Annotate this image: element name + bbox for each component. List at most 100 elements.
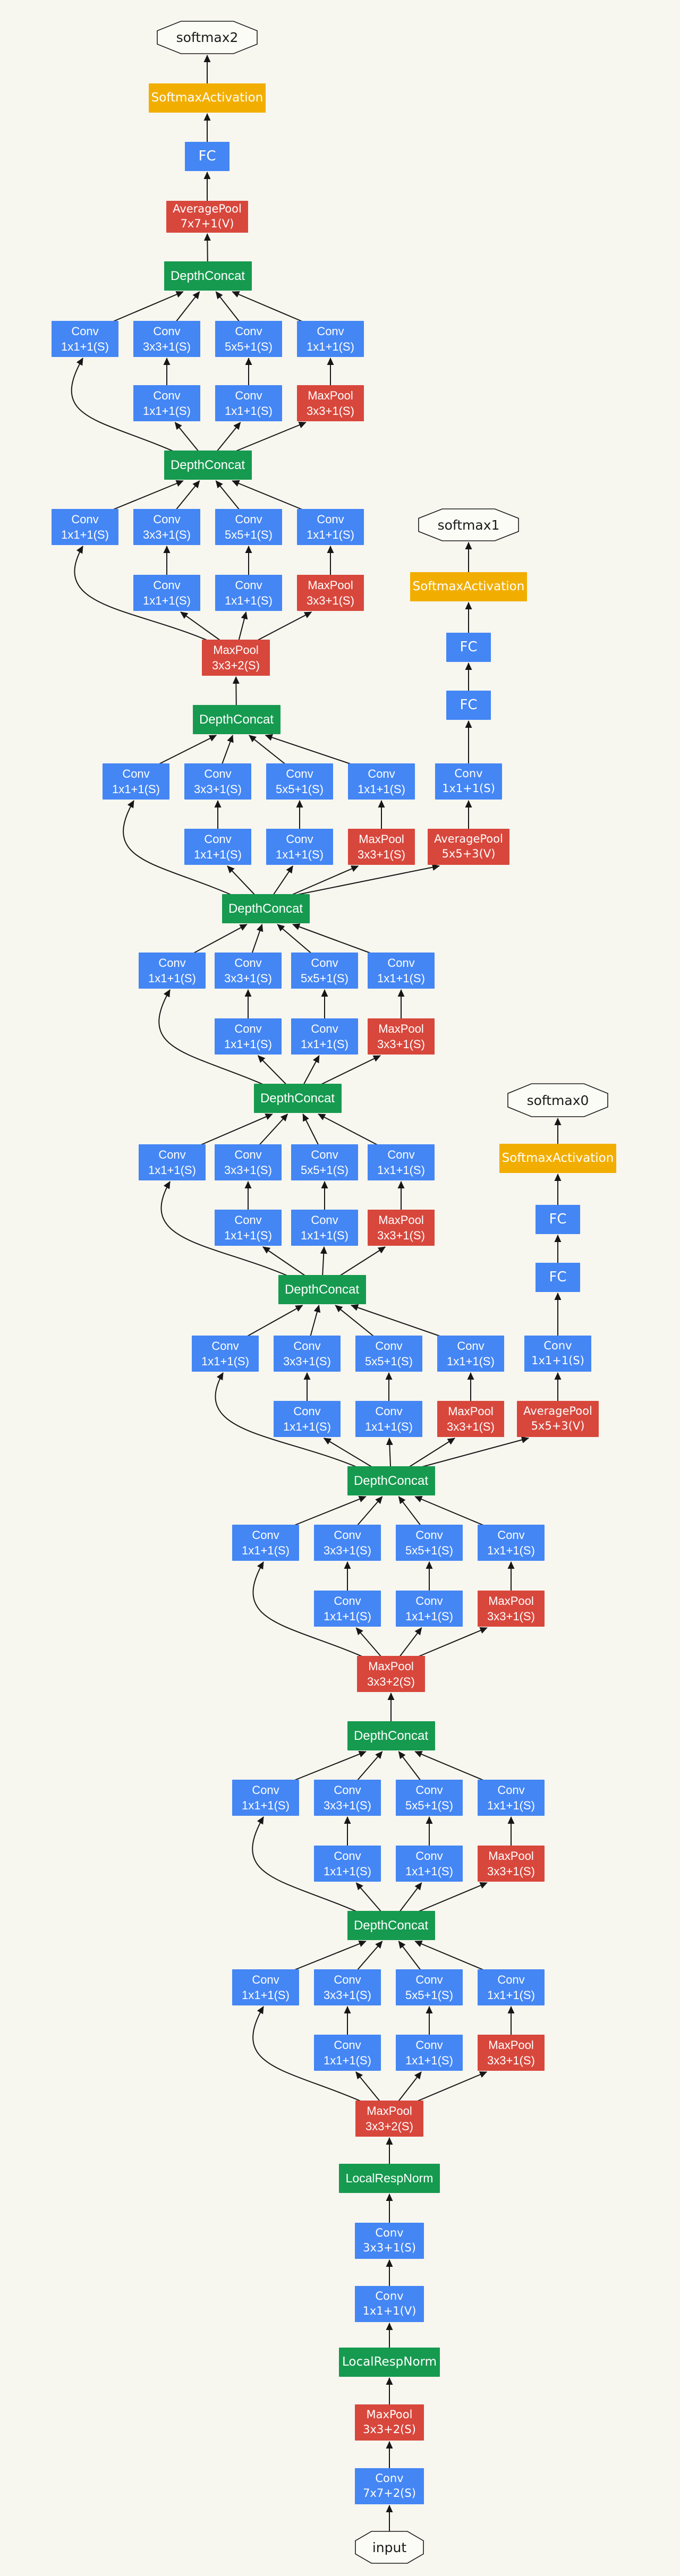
edge-m4e_b3-m4e_k xyxy=(265,734,353,765)
edge-m4b_k-m4c_b0 xyxy=(160,1181,296,1280)
edge-s_mp2-m3a_r0 xyxy=(355,2071,381,2102)
softmax2-output: softmax2 xyxy=(157,21,258,54)
edge-m5a_k-m5b_b0 xyxy=(71,358,182,455)
stem-localrespnorm-1: LocalRespNorm xyxy=(339,2348,440,2377)
inception-3b-depthconcat: DepthConcat xyxy=(347,1721,435,1750)
inception-4d-conv-1x1-proj: Conv 1x1+1(S) xyxy=(368,953,435,989)
edge-m4e_b2-m4e_k xyxy=(249,735,286,765)
inception-4a-maxpool-3x3: MaxPool 3x3+1(S) xyxy=(478,1591,545,1627)
inception-4b-depthconcat: DepthConcat xyxy=(278,1275,366,1304)
edge-m4c_b3-m4c_k xyxy=(318,1113,379,1146)
inception-4b-conv-1x1-proj: Conv 1x1+1(S) xyxy=(437,1336,504,1372)
edge-m3b_b1-m3b_k xyxy=(356,1751,383,1781)
aux0-fc-lower: FC xyxy=(536,1263,580,1292)
inception-5a-depthconcat: DepthConcat xyxy=(164,450,252,480)
inception-5b-maxpool-3x3: MaxPool 3x3+1(S) xyxy=(297,385,364,421)
edge-m4c_k-m4d_b0 xyxy=(158,989,271,1089)
edge-m4b_k-m4c_r1 xyxy=(320,1246,327,1277)
edge-m5b_k-ap7 xyxy=(203,233,211,263)
edge-m3a_k-m3b_rp xyxy=(417,1882,488,1912)
edge-m4b_b0-m4b_k xyxy=(246,1305,303,1337)
edge-m4a_k-m4b_r1 xyxy=(386,1438,393,1468)
inception-4e-depthconcat: DepthConcat xyxy=(192,705,280,734)
inception-4c-reduce-1x1-a: Conv 1x1+1(S) xyxy=(215,1210,282,1246)
inception-4a-depthconcat: DepthConcat xyxy=(347,1466,435,1495)
edge-m4d_b2-m4d_k xyxy=(277,924,312,954)
stem-conv-1x1: Conv 1x1+1(V) xyxy=(355,2286,424,2322)
inception-4b-reduce-1x1-b: Conv 1x1+1(S) xyxy=(355,1401,422,1437)
inception-3a-maxpool-3x3: MaxPool 3x3+1(S) xyxy=(478,2035,545,2071)
edge-m4c_k-m4d_r1 xyxy=(303,1055,320,1085)
edge-mp34-m4a_rp xyxy=(417,1627,488,1657)
inception-4a-conv-5x5: Conv 5x5+1(S) xyxy=(396,1525,463,1561)
inception-3a-depthconcat: DepthConcat xyxy=(347,1911,435,1940)
inception-3b-conv-3x3: Conv 3x3+1(S) xyxy=(314,1780,381,1816)
edge-s_mp2-m3a_r1 xyxy=(397,2071,422,2102)
inception-5a-reduce-1x1-b: Conv 1x1+1(S) xyxy=(215,575,282,611)
inception-4c-conv-1x1-proj: Conv 1x1+1(S) xyxy=(368,1144,435,1180)
edge-m4b_k-m4c_r0 xyxy=(262,1246,306,1277)
edge-m4a_b0-m4a_k xyxy=(293,1495,367,1526)
inception-5b-conv-3x3: Conv 3x3+1(S) xyxy=(133,321,200,357)
softmax1-output-label: softmax1 xyxy=(437,517,500,533)
edge-m4b_k-m4c_rp xyxy=(339,1246,386,1277)
inception-4b-conv-3x3: Conv 3x3+1(S) xyxy=(274,1336,341,1372)
inception-4e-conv-5x5: Conv 5x5+1(S) xyxy=(266,763,333,800)
aux1-softmax-activation: SoftmaxActivation xyxy=(410,572,527,601)
inception-5a-reduce-1x1-a: Conv 1x1+1(S) xyxy=(133,575,200,611)
inception-4b-reduce-1x1-a: Conv 1x1+1(S) xyxy=(274,1401,341,1437)
edge-m4d_k-m4e_r0 xyxy=(227,865,256,896)
inception-5b-conv-5x5: Conv 5x5+1(S) xyxy=(215,321,282,357)
edge-m3b_b0-m3b_k xyxy=(293,1750,367,1781)
input-node-label: input xyxy=(372,2539,407,2555)
edge-m4b_b1-m4b_k xyxy=(310,1305,321,1337)
maxpool-stage4-to-5: MaxPool 3x3+2(S) xyxy=(202,640,270,676)
inception-3b-maxpool-3x3: MaxPool 3x3+1(S) xyxy=(478,1846,545,1882)
maxpool-stage3-to-4: MaxPool 3x3+2(S) xyxy=(357,1656,425,1692)
stem-maxpool-2: MaxPool 3x3+2(S) xyxy=(355,2101,423,2137)
inception-4b-conv-5x5: Conv 5x5+1(S) xyxy=(355,1336,422,1372)
inception-3b-conv-1x1: Conv 1x1+1(S) xyxy=(232,1780,299,1816)
edge-m4d_b1-m4d_k xyxy=(251,924,264,954)
edge-s_mp2-m3a_b0 xyxy=(252,2006,370,2105)
inception-3a-conv-3x3: Conv 3x3+1(S) xyxy=(314,1969,381,2005)
inception-4d-maxpool-3x3: MaxPool 3x3+1(S) xyxy=(368,1018,435,1055)
inception-3a-reduce-1x1-b: Conv 1x1+1(S) xyxy=(396,2035,463,2071)
aux1-fc-upper: FC xyxy=(446,633,491,662)
edge-mp45-m5a_rp xyxy=(256,611,312,641)
inception-4b-conv-1x1: Conv 1x1+1(S) xyxy=(192,1336,259,1372)
softmax1-output: softmax1 xyxy=(418,508,519,541)
inception-4a-conv-1x1: Conv 1x1+1(S) xyxy=(232,1525,299,1561)
softmax0-output: softmax0 xyxy=(507,1083,608,1117)
octagon-shape xyxy=(507,1083,608,1117)
edge-m4d_k-m4e_rp xyxy=(291,865,359,896)
edge-m3a_k-m3b_r1 xyxy=(399,1882,422,1912)
octagon-shape xyxy=(418,508,519,541)
edge-m5b_b2-m5b_k xyxy=(215,291,240,322)
edge-m4e_b1-m4e_k xyxy=(221,735,234,765)
inception-5b-conv-1x1: Conv 1x1+1(S) xyxy=(52,321,118,357)
edge-m5a_b0-m5a_k xyxy=(112,480,184,511)
edge-m5a_b1-m5a_k xyxy=(175,480,200,511)
edge-m4a_k-m4b_r0 xyxy=(323,1438,373,1468)
inception-5b-reduce-1x1-a: Conv 1x1+1(S) xyxy=(133,385,200,421)
edge-m5a_k-m5b_rp xyxy=(234,421,307,452)
edge-m4a_b1-m4a_k xyxy=(356,1496,383,1526)
inception-5b-reduce-1x1-b: Conv 1x1+1(S) xyxy=(215,385,282,421)
inception-4d-depthconcat: DepthConcat xyxy=(222,894,310,923)
aux0-conv-1x1: Conv 1x1+1(S) xyxy=(524,1336,591,1372)
octagon-shape xyxy=(157,21,258,54)
edge-m4c_k-m4d_rp xyxy=(320,1055,381,1085)
edge-m5a_k-m5b_r0 xyxy=(174,422,199,452)
inception-4a-conv-3x3: Conv 3x3+1(S) xyxy=(314,1525,381,1561)
stem-localrespnorm-2: LocalRespNorm xyxy=(339,2164,440,2193)
edge-m4c_b2-m4c_k xyxy=(302,1113,319,1146)
inception-4d-reduce-1x1-b: Conv 1x1+1(S) xyxy=(291,1018,358,1055)
octagon-shape xyxy=(355,2531,424,2564)
edge-m4d_b0-m4d_k xyxy=(192,924,248,954)
edge-m3a_b3-m3a_k xyxy=(414,1941,485,1971)
edge-mp34-m4a_r0 xyxy=(355,1627,382,1657)
edge-m3b_b3-m3b_k xyxy=(414,1751,485,1781)
stem-conv-3x3: Conv 3x3+1(S) xyxy=(355,2223,424,2259)
